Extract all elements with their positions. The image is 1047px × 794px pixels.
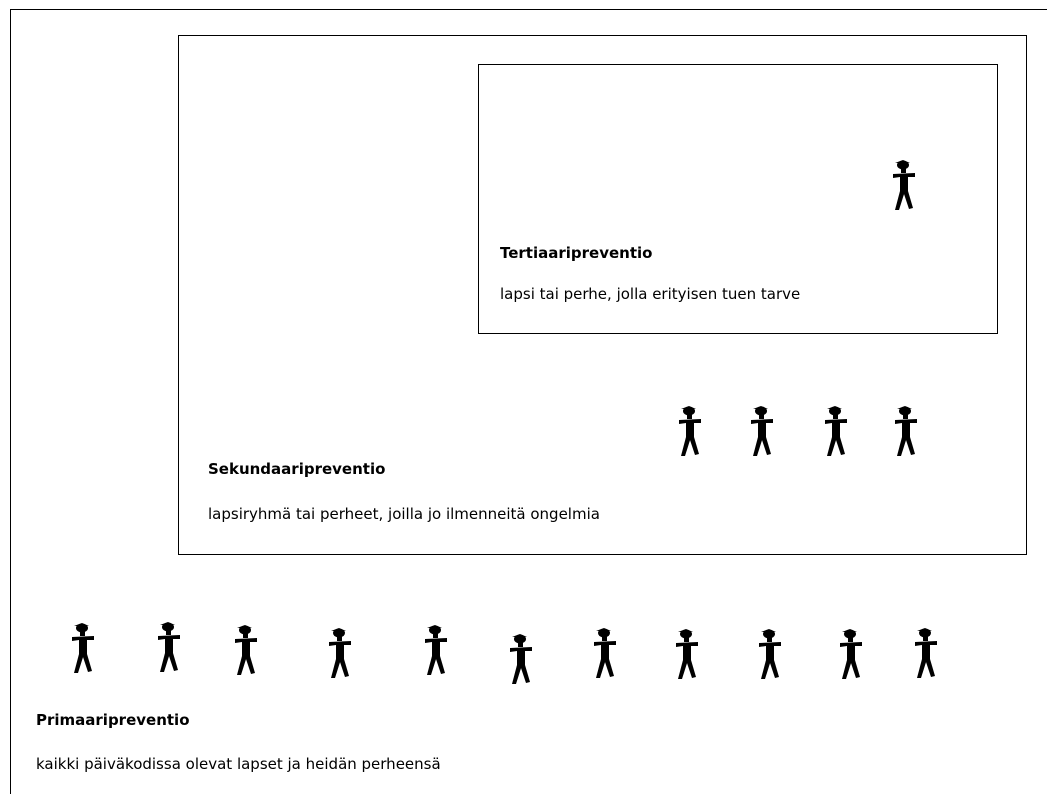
child-figure-icon xyxy=(233,625,261,681)
child-figure-icon xyxy=(508,634,536,690)
child-figure-icon xyxy=(423,625,451,681)
secondary-title: Sekundaaripreventio xyxy=(208,460,386,478)
child-figure-icon xyxy=(749,406,777,462)
primary-title: Primaaripreventio xyxy=(36,711,190,729)
child-figure-icon xyxy=(327,628,355,684)
secondary-description: lapsiryhmä tai perheet, joilla jo ilmenn… xyxy=(208,505,600,523)
child-figure-icon xyxy=(838,629,866,685)
child-figure-icon xyxy=(156,622,184,678)
child-figure-icon xyxy=(891,160,919,216)
child-figure-icon xyxy=(823,406,851,462)
tertiary-description: lapsi tai perhe, jolla erityisen tuen ta… xyxy=(500,285,801,303)
child-figure-icon xyxy=(913,628,941,684)
tertiary-title: Tertiaaripreventio xyxy=(500,244,653,262)
child-figure-icon xyxy=(674,629,702,685)
child-figure-icon xyxy=(592,628,620,684)
tertiary-prevention-box xyxy=(478,64,998,334)
child-figure-icon xyxy=(893,406,921,462)
child-figure-icon xyxy=(70,623,98,679)
child-figure-icon xyxy=(757,629,785,685)
primary-description: kaikki päiväkodissa olevat lapset ja hei… xyxy=(36,755,441,773)
diagram-frame xyxy=(10,9,1047,794)
child-figure-icon xyxy=(677,406,705,462)
